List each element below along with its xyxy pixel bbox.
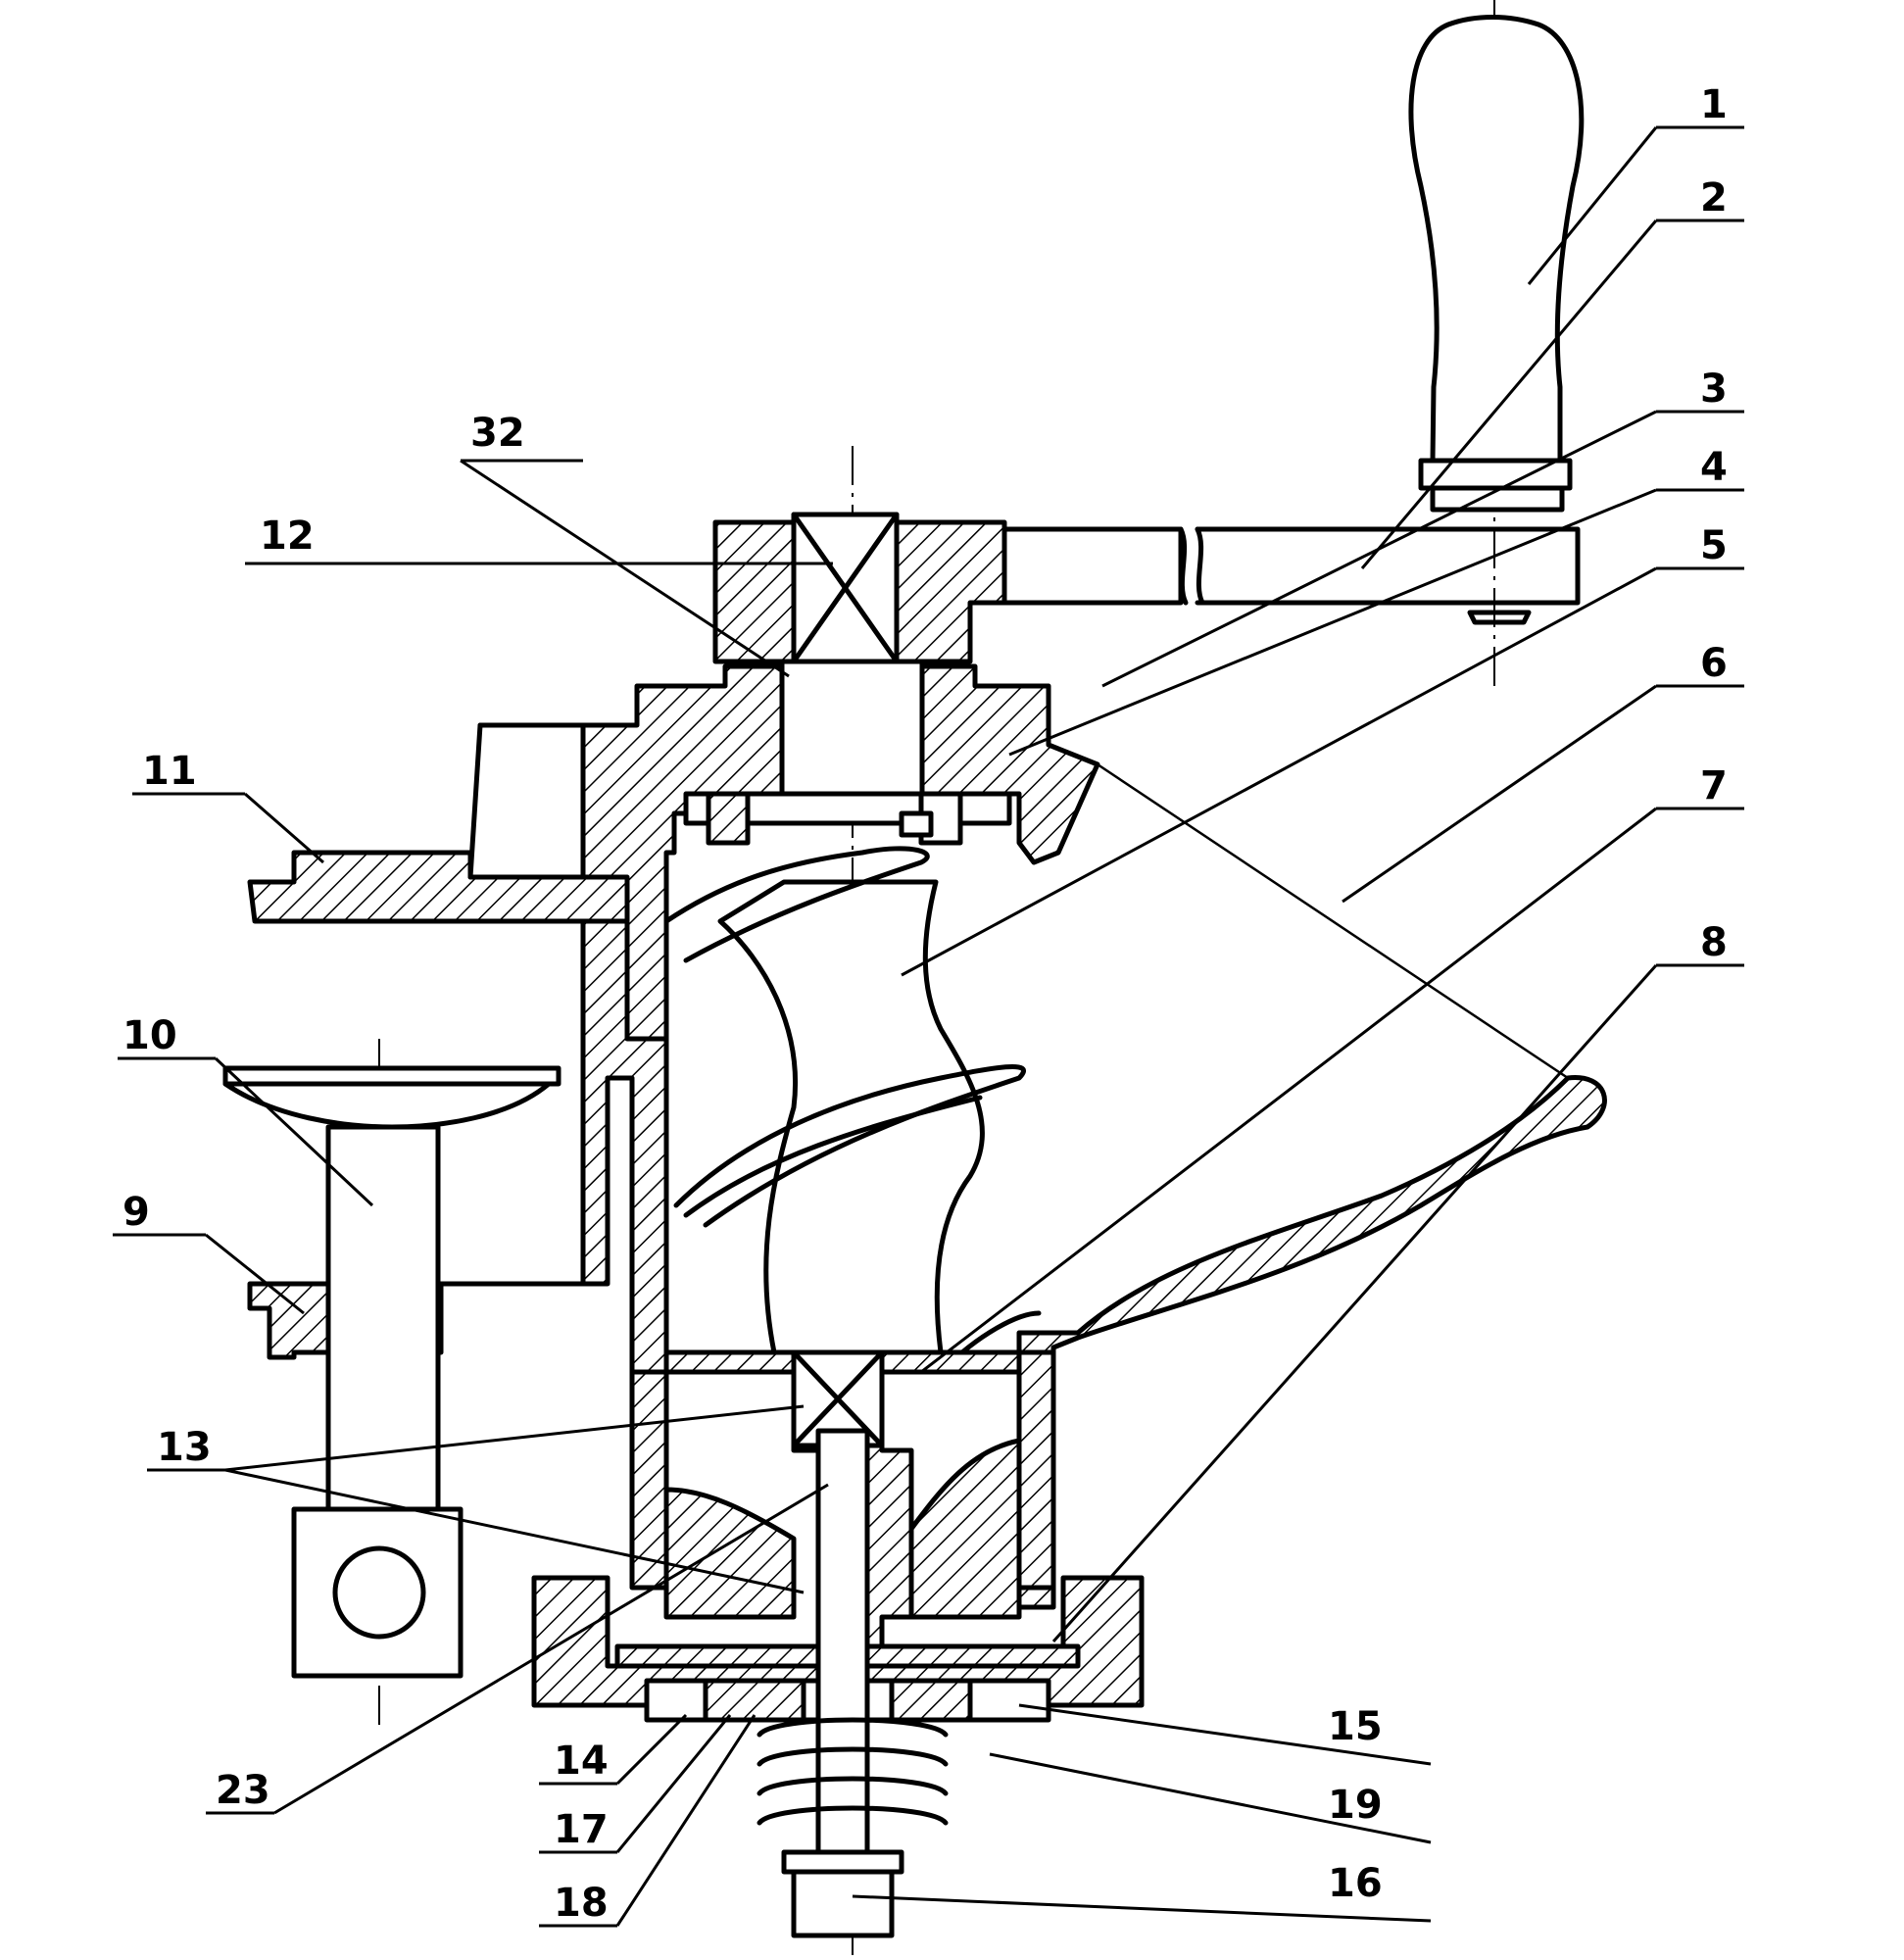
callout-8: 8 <box>1700 920 1728 965</box>
callout-1: 1 <box>1700 82 1728 127</box>
callout-15: 15 <box>1328 1704 1383 1749</box>
callout-14: 14 <box>554 1739 609 1784</box>
crank-arm <box>715 514 1578 662</box>
callout-10: 10 <box>122 1013 177 1058</box>
screw-auger <box>666 849 1039 1372</box>
callout-7: 7 <box>1700 763 1728 808</box>
callout-12: 12 <box>260 514 315 559</box>
callout-23: 23 <box>216 1768 270 1813</box>
callout-6: 6 <box>1700 641 1728 686</box>
callout-11: 11 <box>142 749 197 794</box>
callout-19: 19 <box>1328 1783 1383 1828</box>
hopper <box>1019 764 1604 1607</box>
callout-9: 9 <box>122 1190 150 1235</box>
callout-18: 18 <box>554 1881 609 1926</box>
callout-32: 32 <box>470 411 525 456</box>
callout-5: 5 <box>1700 523 1728 568</box>
callout-3: 3 <box>1700 367 1728 412</box>
callout-13: 13 <box>157 1425 212 1470</box>
handle-grip <box>1411 18 1582 511</box>
callout-2: 2 <box>1700 175 1728 220</box>
callout-16: 16 <box>1328 1861 1383 1906</box>
callout-4: 4 <box>1700 445 1728 490</box>
callout-17: 17 <box>554 1807 609 1852</box>
drive-shaft <box>782 662 922 794</box>
